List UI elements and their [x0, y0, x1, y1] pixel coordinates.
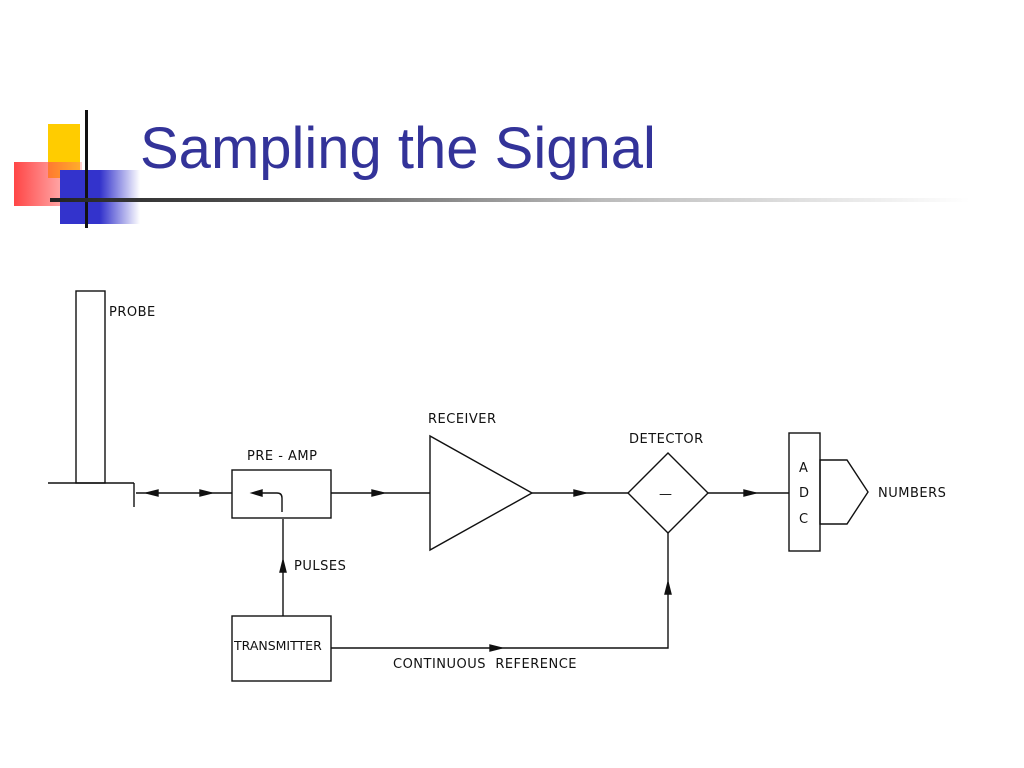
receiver-amplifier-shape — [429, 434, 534, 552]
title-underline — [50, 198, 970, 202]
detector-symbol: — — [659, 487, 673, 502]
probe-label: PROBE — [109, 305, 156, 320]
detector-label: DETECTOR — [629, 432, 704, 447]
numbers-label: NUMBERS — [878, 486, 946, 501]
transmitter-label: TRANSMITTER — [233, 638, 322, 653]
arrow-pulses-up — [279, 559, 287, 573]
slide-title: Sampling the Signal — [140, 116, 656, 181]
adc-output-shape — [819, 459, 869, 525]
preamp-box — [231, 469, 332, 519]
adc-label-a: A — [799, 461, 808, 476]
pulses-label: PULSES — [294, 559, 346, 574]
probe-shape — [75, 290, 106, 484]
adc-label-d: D — [799, 486, 810, 501]
arrow-to-probe — [145, 489, 159, 497]
arrow-to-preamp — [199, 489, 213, 497]
title-decoration-vertical-line — [85, 110, 88, 228]
arrow-to-adc — [743, 489, 757, 497]
arrow-to-detector — [573, 489, 587, 497]
continuous-reference-label: CONTINUOUS REFERENCE — [393, 657, 577, 672]
receiver-label: RECEIVER — [428, 412, 497, 427]
preamp-internal-arrow — [249, 489, 263, 497]
preamp-label: PRE - AMP — [247, 449, 318, 464]
continuous-reference-link — [331, 533, 669, 649]
preamp-internal-signal — [262, 492, 283, 512]
adc-label-c: C — [799, 512, 809, 527]
title-decoration-blue-square — [60, 170, 140, 224]
arrow-to-receiver — [371, 489, 385, 497]
arrow-reference-right — [489, 644, 503, 652]
arrow-reference-up — [664, 581, 672, 595]
